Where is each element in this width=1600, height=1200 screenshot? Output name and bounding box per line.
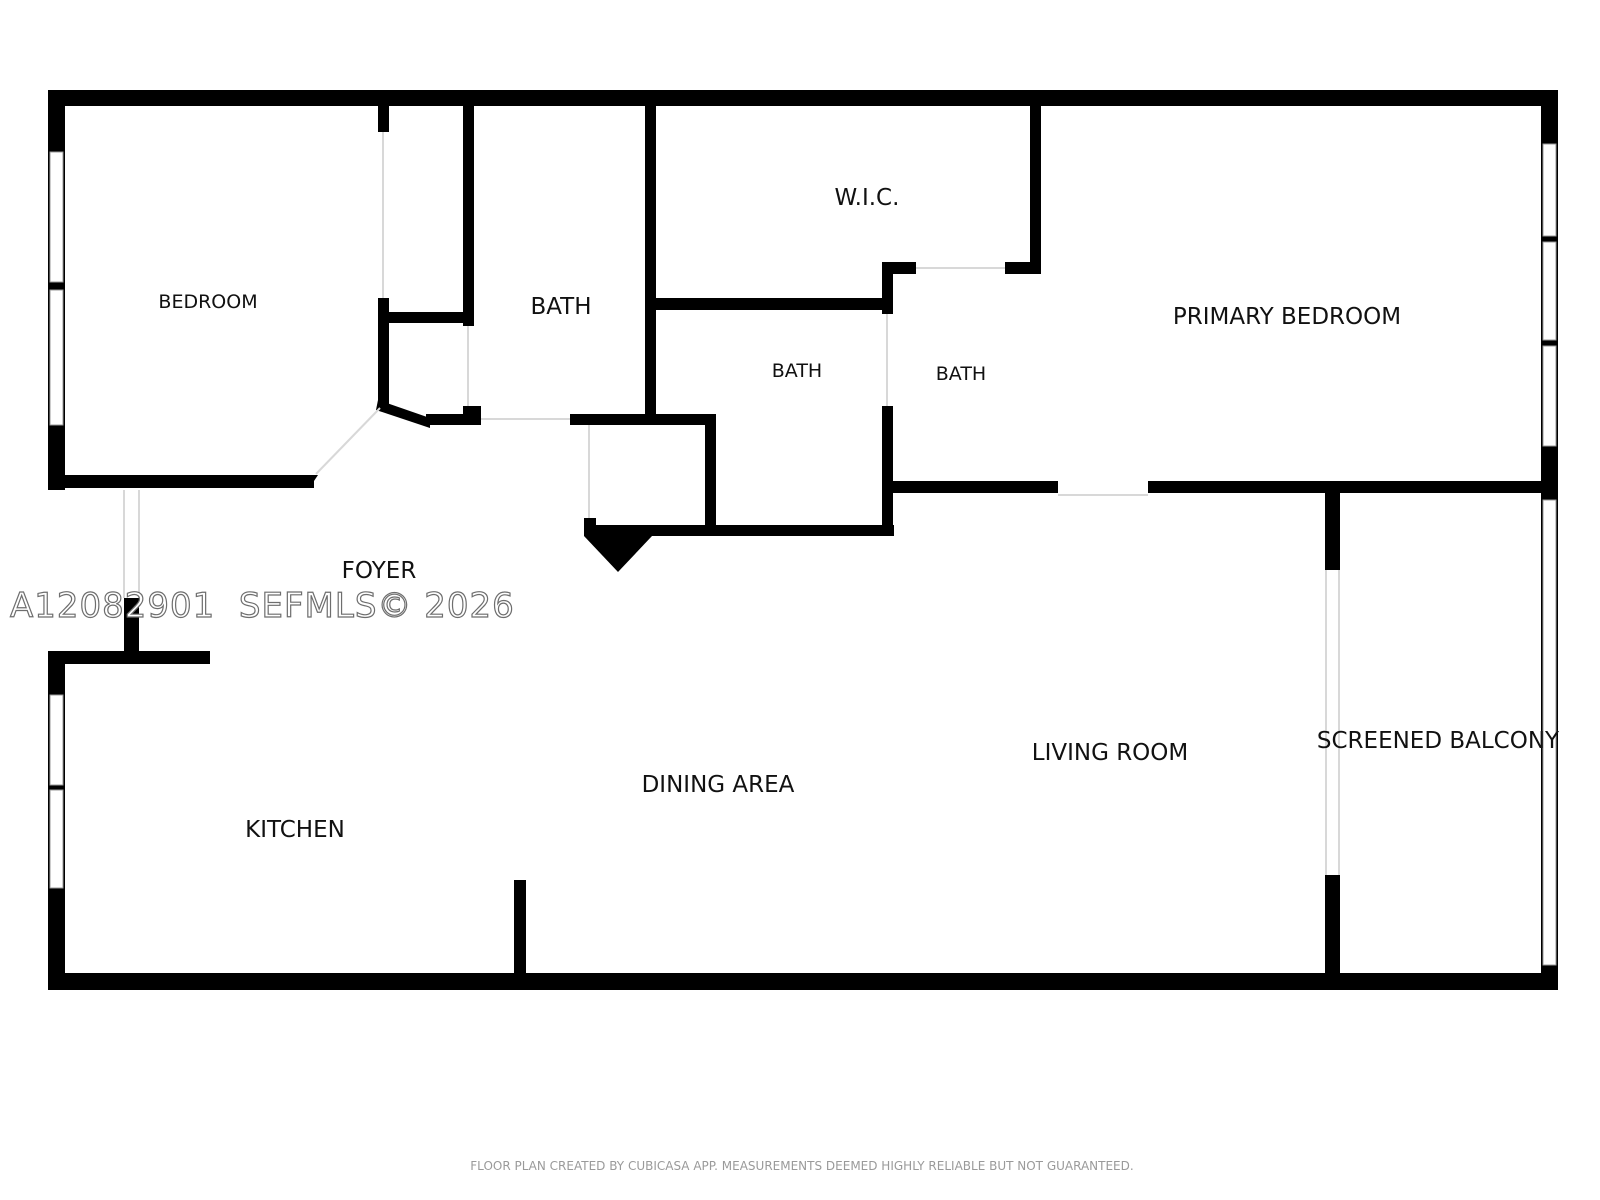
label-primary-bedroom: PRIMARY BEDROOM bbox=[1173, 304, 1401, 330]
bedroom-window-lower bbox=[49, 289, 64, 426]
outer-wall-top bbox=[48, 90, 1558, 106]
entry-post bbox=[124, 598, 139, 660]
closet-bottom-wall bbox=[426, 414, 481, 425]
label-bath-2: BATH bbox=[772, 360, 822, 382]
pantry-bottom-wall bbox=[584, 525, 894, 536]
door-openings bbox=[123, 132, 1340, 875]
bath3-left-wall-lower bbox=[882, 406, 893, 536]
bedroom-right-wall-top bbox=[378, 104, 389, 132]
kitchen-window-lower bbox=[49, 789, 64, 889]
kitchen-top-wall bbox=[48, 651, 210, 664]
label-bath-1: BATH bbox=[530, 294, 591, 320]
bedroom-bottom-wall bbox=[48, 475, 314, 488]
label-foyer: FOYER bbox=[342, 558, 417, 584]
balcony-wall-top bbox=[1325, 485, 1340, 570]
bath3-bottom-wall-left bbox=[882, 481, 1058, 493]
primary-window-1 bbox=[1542, 143, 1557, 237]
bedroom-door-opening bbox=[315, 407, 381, 475]
angled-closet-wall bbox=[376, 400, 430, 428]
label-living-room: LIVING ROOM bbox=[1032, 740, 1189, 766]
pantry-corner-wedge bbox=[584, 536, 652, 572]
label-bath-3: BATH bbox=[936, 363, 986, 385]
bath3-left-wall-top bbox=[882, 262, 893, 314]
label-kitchen: KITCHEN bbox=[245, 817, 345, 843]
kitchen-divider-stub bbox=[514, 880, 526, 980]
outer-wall-bottom bbox=[48, 973, 1558, 990]
label-wic: W.I.C. bbox=[835, 185, 900, 211]
interior-walls bbox=[48, 104, 1558, 985]
wic-bottom-wall bbox=[645, 298, 893, 310]
pantry-left-post bbox=[584, 518, 596, 536]
balcony-wall-bottom bbox=[1325, 875, 1340, 985]
label-screened-balcony: SCREENED BALCONY bbox=[1317, 728, 1560, 754]
closet-mid-wall bbox=[378, 312, 468, 323]
kitchen-window-upper bbox=[49, 694, 64, 786]
mls-watermark: A12082901 SEFMLS© 2026 bbox=[10, 586, 515, 626]
primary-window-3 bbox=[1542, 345, 1557, 447]
bath1-right-wall bbox=[645, 104, 656, 416]
bath1-bottom-wall bbox=[570, 414, 715, 425]
bedroom-door-jamb bbox=[305, 475, 318, 488]
primary-bottom-wall-right bbox=[1148, 481, 1558, 493]
footer-disclaimer: FLOOR PLAN CREATED BY CUBICASA APP. MEAS… bbox=[470, 1159, 1133, 1173]
primary-window-2 bbox=[1542, 241, 1557, 341]
closet-right-wall bbox=[463, 104, 474, 326]
linen-right-post bbox=[463, 406, 481, 424]
wic-right-wall bbox=[1030, 104, 1041, 274]
room-labels: BEDROOM BATH W.I.C. BATH BATH PRIMARY BE… bbox=[158, 185, 1560, 843]
label-bedroom: BEDROOM bbox=[158, 291, 257, 313]
balcony-window bbox=[1542, 499, 1557, 966]
bedroom-right-wall-lower bbox=[378, 298, 389, 404]
bedroom-window-upper bbox=[49, 151, 64, 283]
windows bbox=[49, 143, 1557, 966]
wic-right-stub bbox=[1005, 262, 1041, 274]
pantry-right-wall bbox=[705, 414, 716, 534]
label-dining-area: DINING AREA bbox=[642, 772, 795, 798]
